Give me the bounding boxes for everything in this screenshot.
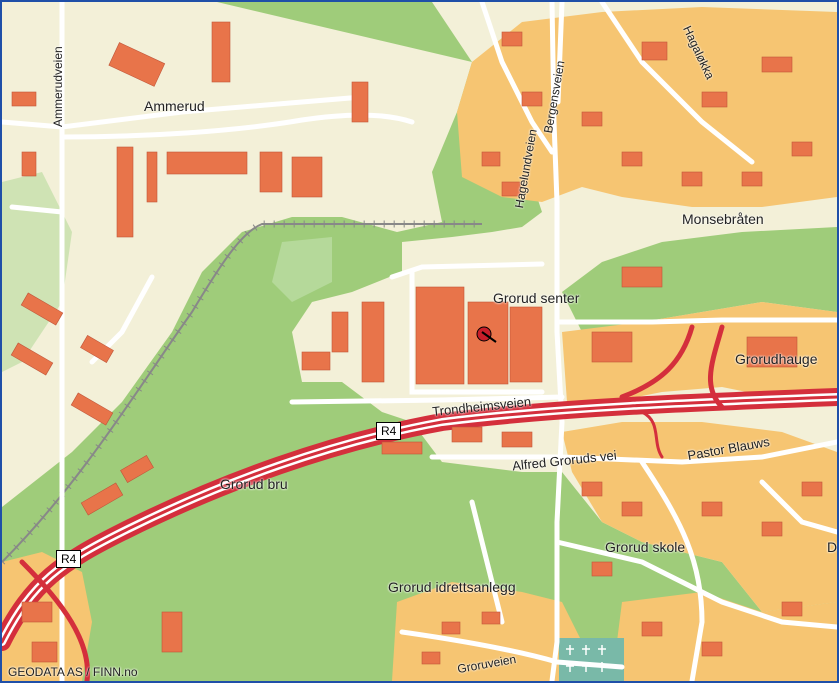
street-label-ammerudveien: Ammerudveien xyxy=(51,46,65,127)
place-label-ammerud: Ammerud xyxy=(144,98,205,114)
place-label-grorud-senter: Grorud senter xyxy=(493,290,580,306)
place-label-grorud-skole: Grorud skole xyxy=(605,539,686,555)
buildings xyxy=(10,21,823,665)
place-label-monsebraten: Monsebråten xyxy=(682,211,764,227)
place-label-grorudhaugen: Grorudhauge xyxy=(735,351,818,367)
place-label-grorud-bru: Grorud bru xyxy=(220,476,288,492)
place-label-grorud-idrettsanlegg: Grorud idrettsanlegg xyxy=(388,579,516,595)
route-shield-r4-west: R4 xyxy=(56,550,82,568)
attribution: GEODATA AS / FINN.no xyxy=(8,665,138,679)
place-label-d: D xyxy=(827,539,838,555)
route-shield-r4: R4 xyxy=(376,422,402,440)
cemetery-icon xyxy=(559,638,624,681)
marker-pin-icon[interactable] xyxy=(476,326,497,343)
